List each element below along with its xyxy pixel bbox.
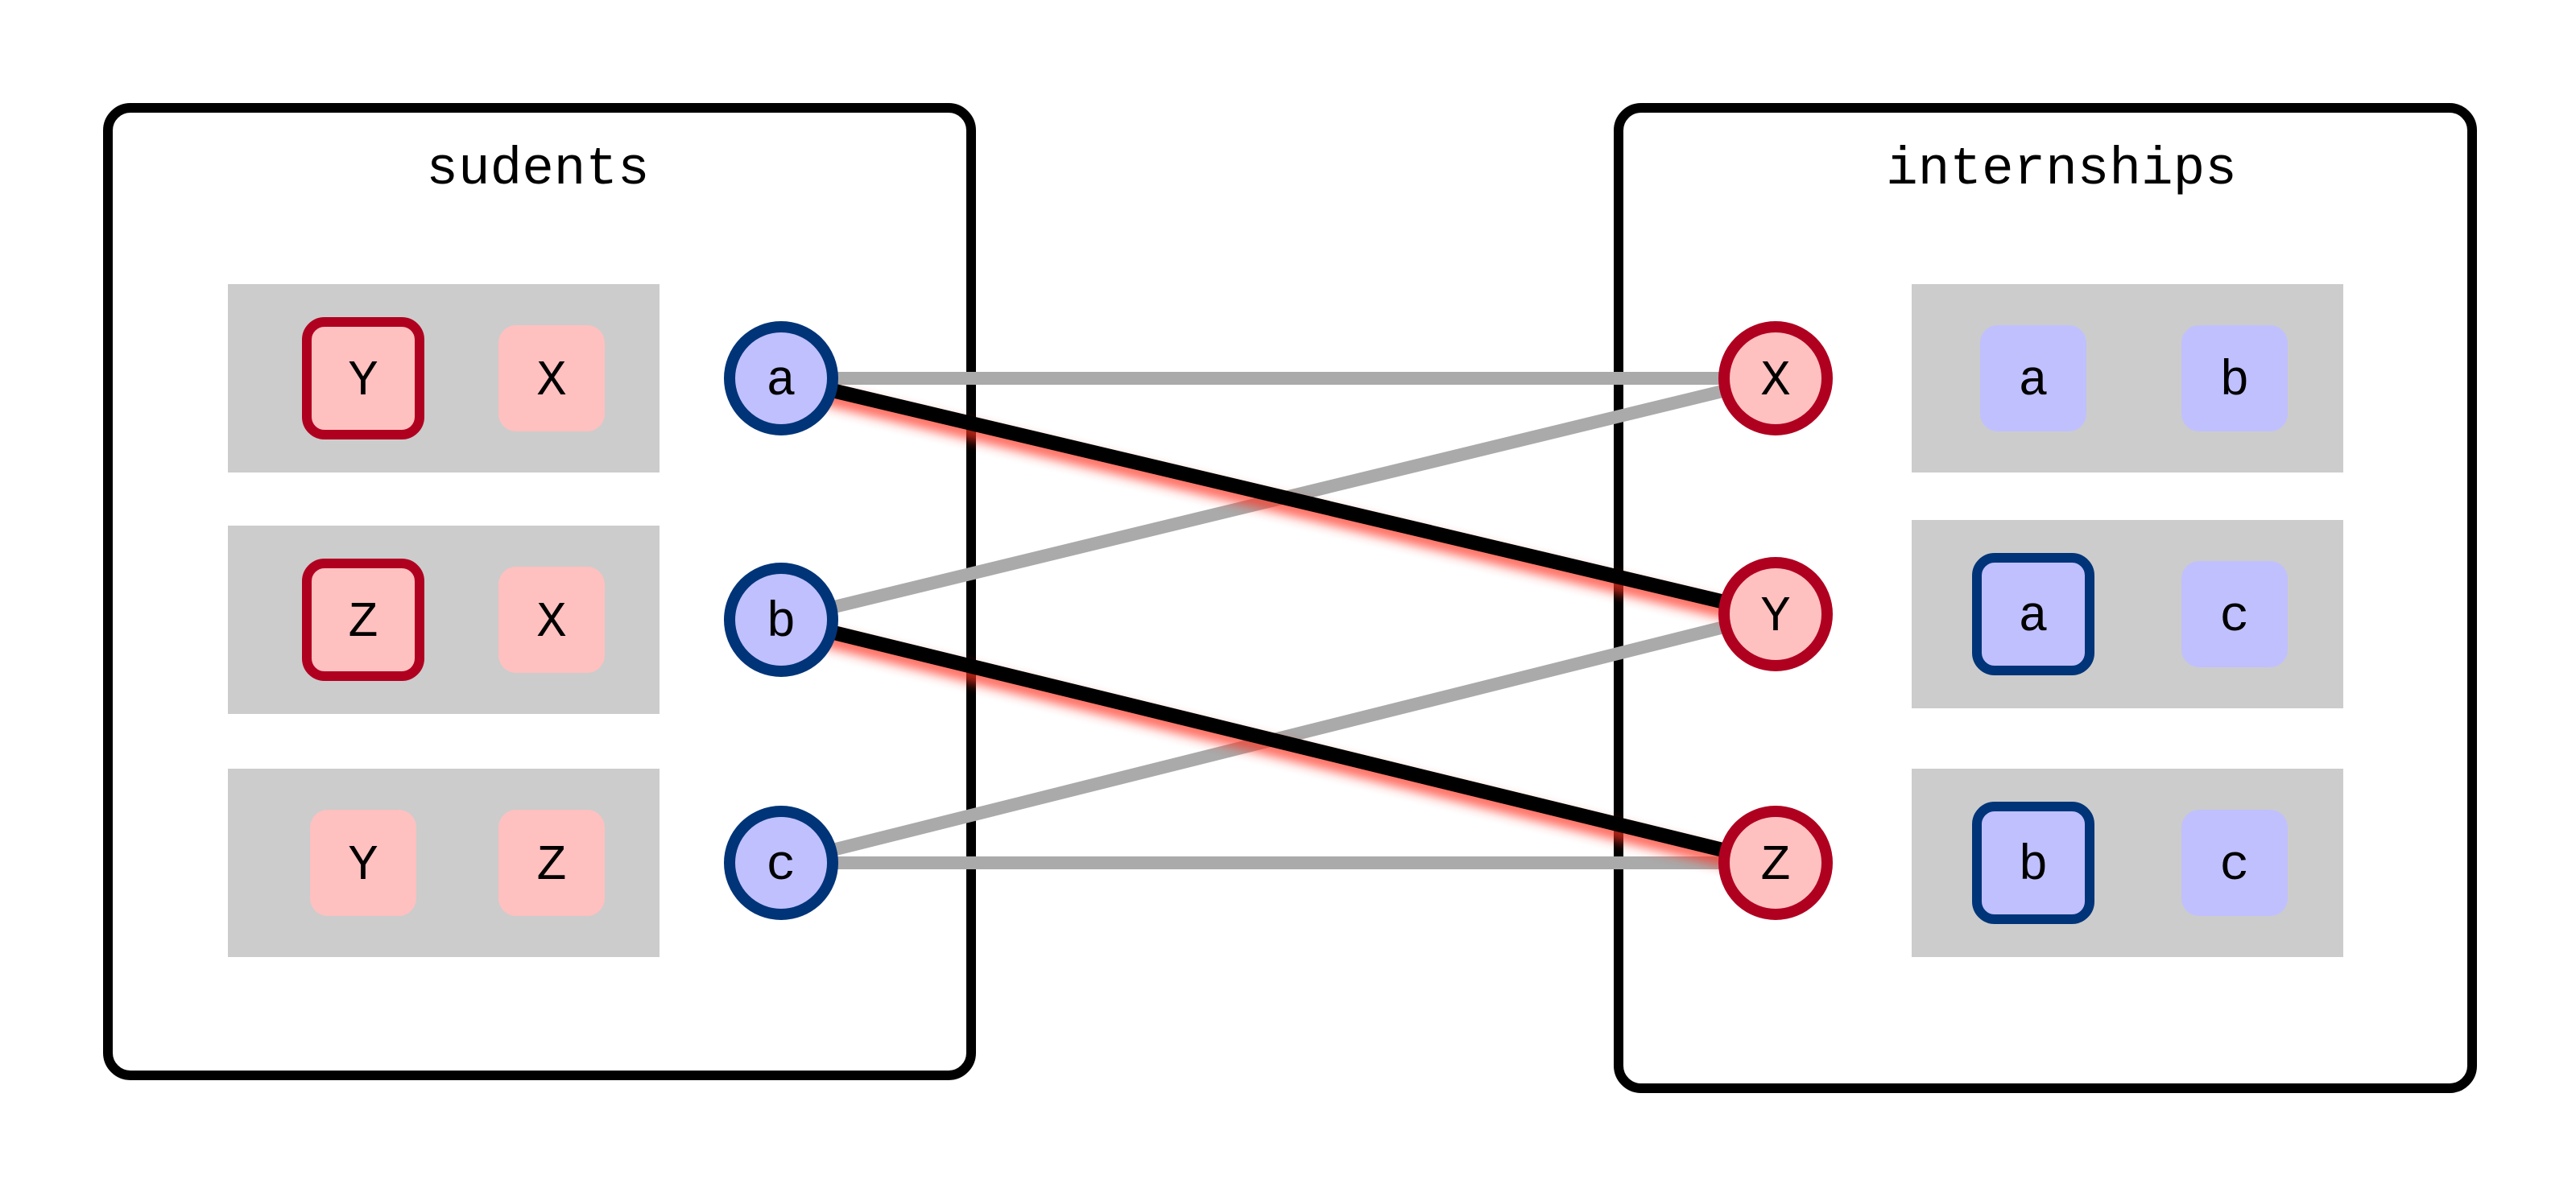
internships-title: internships <box>1886 139 2237 200</box>
student-node-b <box>724 563 838 677</box>
internship-pref-label: b <box>2018 837 2048 894</box>
preference-panels: Y X Z X Y Za b a c b c <box>228 284 2343 957</box>
student-pref-label: Z <box>348 594 378 651</box>
student-pref-label: Y <box>348 837 378 894</box>
matched-edge-glow-a-Y <box>779 378 1778 630</box>
matched-edge-a-Y <box>779 371 1778 621</box>
internship-node-Z <box>1718 806 1833 920</box>
internship-pref-label: a <box>2018 588 2048 646</box>
student-node-label: b <box>766 594 796 651</box>
student-pref-chip <box>310 810 416 916</box>
internship-node-X <box>1718 321 1833 435</box>
internship-node-Y <box>1718 557 1833 671</box>
internship-pref-chip <box>2181 810 2288 916</box>
internship-pref-label: c <box>2219 837 2249 894</box>
internship-node-label: Z <box>1760 837 1790 894</box>
student-pref-chip <box>302 317 424 439</box>
internship-pref-label: a <box>2018 353 2048 410</box>
student-pref-label: Z <box>536 837 566 894</box>
student-node-label: a <box>766 353 796 410</box>
student-pref-chip <box>498 810 605 916</box>
student-node-a <box>724 321 838 435</box>
nodes: a b c X Y Z <box>724 321 1833 920</box>
internship-pref-label: b <box>2219 353 2249 410</box>
matched-edge-glow-b-Z <box>779 620 1778 879</box>
internship-pref-label: c <box>2219 588 2249 646</box>
internship-pref-chip <box>1980 325 2086 431</box>
internship-pref-chip <box>1972 802 2094 924</box>
internship-pref-chip <box>1972 553 2094 675</box>
edges <box>779 371 1778 879</box>
student-pref-chip <box>498 325 605 431</box>
internship-pref-chip <box>2181 325 2288 431</box>
matched-edge-b-Z <box>779 613 1778 870</box>
student-pref-label: X <box>536 594 566 651</box>
student-pref-label: Y <box>348 353 378 410</box>
student-pref-label: X <box>536 353 566 410</box>
internship-pref-chip <box>2181 561 2288 667</box>
student-pref-chip <box>302 559 424 681</box>
internship-node-label: Y <box>1760 588 1790 646</box>
student-pref-chip <box>498 567 605 673</box>
students-title: sudents <box>426 139 649 200</box>
internship-node-label: X <box>1760 353 1790 410</box>
student-node-label: c <box>766 837 796 894</box>
student-node-c <box>724 806 838 920</box>
